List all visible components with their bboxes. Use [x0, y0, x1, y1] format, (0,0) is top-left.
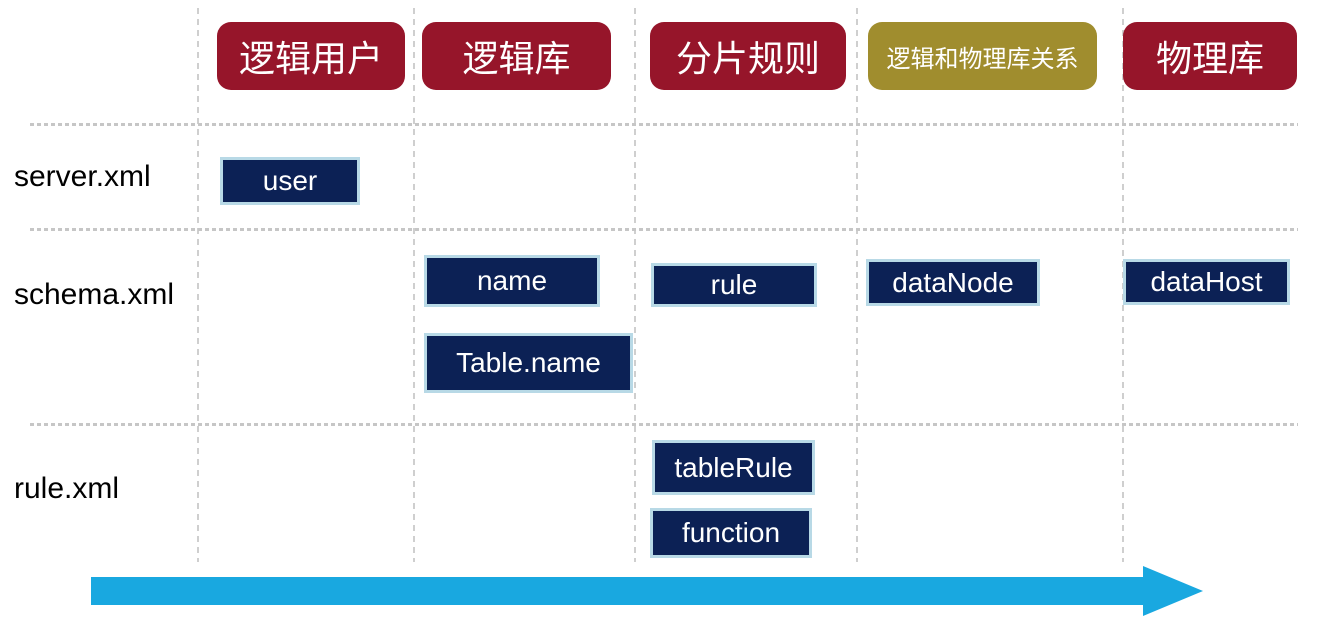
grid-vline: [197, 8, 199, 562]
node-table-name: Table.name: [424, 333, 633, 393]
node-name: name: [424, 255, 600, 307]
node-function: function: [650, 508, 812, 558]
row-label-rule-xml: rule.xml: [14, 472, 120, 505]
grid-vline: [856, 8, 858, 562]
node-tablerule: tableRule: [652, 440, 815, 495]
column-header-sharding-rule: 分片规则: [650, 22, 846, 90]
arrow-shaft: [91, 577, 1143, 605]
column-header-logical-db: 逻辑库: [422, 22, 611, 90]
row-label-server-xml: server.xml: [14, 160, 151, 193]
node-rule: rule: [651, 263, 817, 307]
node-user: user: [220, 157, 360, 205]
grid-hline: [30, 123, 1298, 126]
node-datahost: dataHost: [1123, 259, 1290, 305]
grid-vline: [413, 8, 415, 562]
column-header-logical-user: 逻辑用户: [217, 22, 405, 90]
row-label-schema-xml: schema.xml: [14, 278, 175, 311]
grid-hline: [30, 423, 1298, 426]
column-header-logical-physical-relation: 逻辑和物理库关系: [868, 22, 1097, 90]
right-arrow-icon: [1143, 566, 1203, 616]
grid-hline: [30, 228, 1298, 231]
grid-vline: [634, 8, 636, 562]
node-datanode: dataNode: [866, 259, 1040, 306]
column-header-physical-db: 物理库: [1123, 22, 1297, 90]
